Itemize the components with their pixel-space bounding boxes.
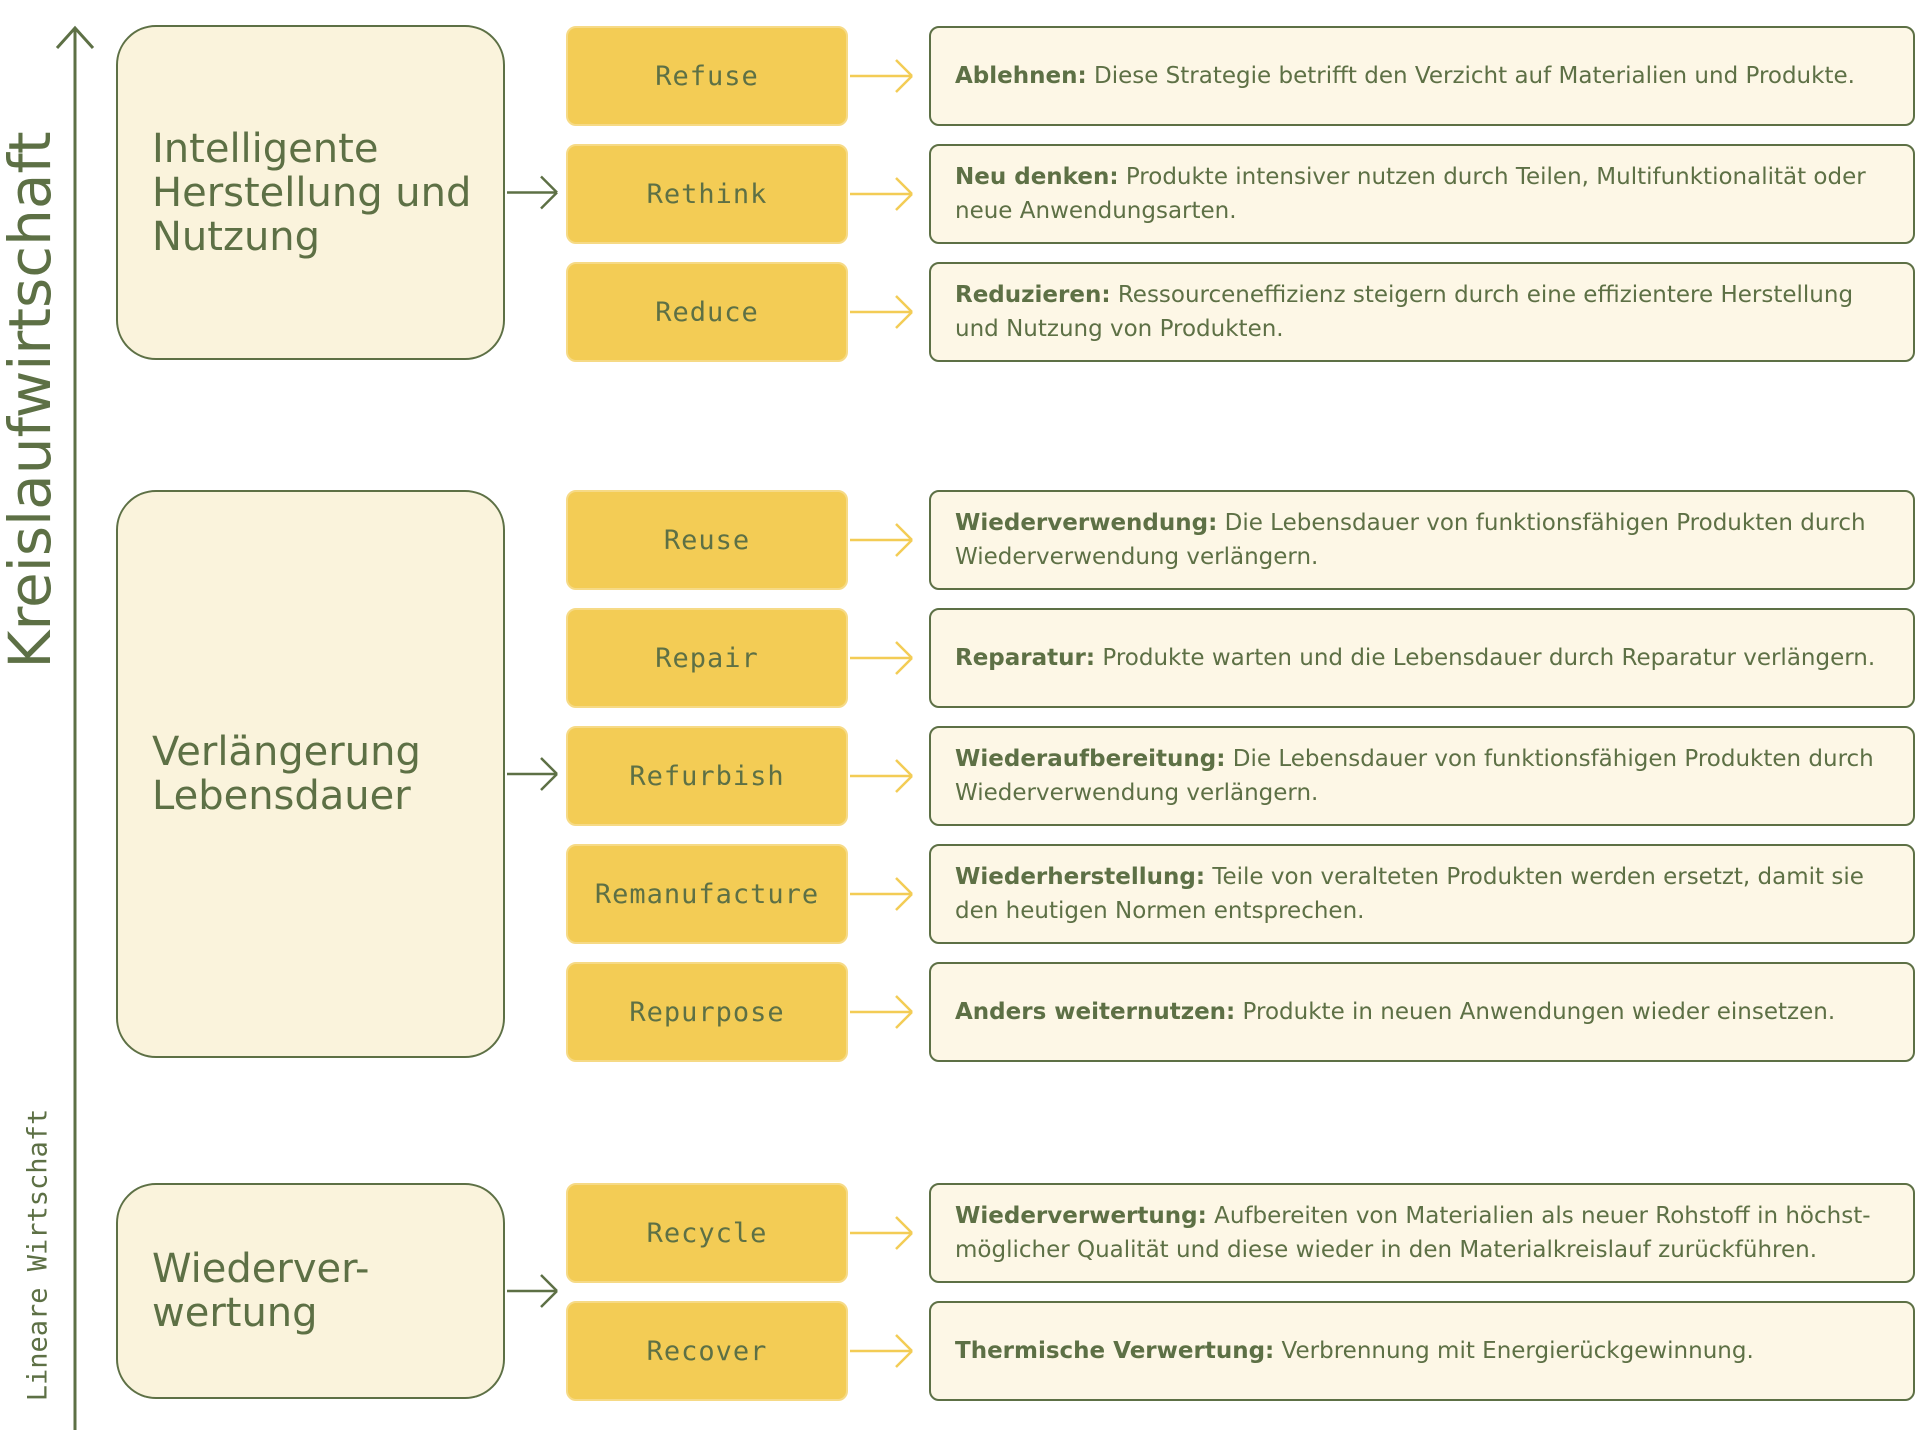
description-text: Reduzieren: Ressourceneffizienz steigern… xyxy=(955,278,1891,346)
group-title: Intelligente Herstellung und Nutzung xyxy=(152,125,472,260)
description-box: Wiederaufbereitung: Die Lebensdauer von … xyxy=(929,726,1915,826)
axis-label-circular-economy: Kreislaufwirtschaft xyxy=(0,131,64,669)
description-box: Thermische Verwertung: Verbrennung mit E… xyxy=(929,1301,1915,1401)
description-term: Anders weiternutzen: xyxy=(955,999,1236,1025)
strategy-box-refuse: Refuse xyxy=(566,26,848,126)
description-text: Thermische Verwertung: Verbrennung mit E… xyxy=(955,1334,1754,1368)
description-term: Reduzieren: xyxy=(955,282,1111,308)
strategy-box-reuse: Reuse xyxy=(566,490,848,590)
strategy-box-refurbish: Refurbish xyxy=(566,726,848,826)
description-term: Ablehnen: xyxy=(955,63,1087,89)
description-term: Thermische Verwertung: xyxy=(955,1338,1275,1364)
description-text: Ablehnen: Diese Strategie betrifft den V… xyxy=(955,59,1855,93)
description-text: Wiederaufbereitung: Die Lebensdauer von … xyxy=(955,742,1891,810)
description-term: Wiederverwendung: xyxy=(955,510,1218,536)
description-body: Diese Strategie betrifft den Verzicht au… xyxy=(1086,63,1855,89)
description-term: Neu denken: xyxy=(955,164,1119,190)
description-box: Reparatur: Produkte warten und die Leben… xyxy=(929,608,1915,708)
group-box: Intelligente Herstellung und Nutzung xyxy=(116,25,505,360)
description-term: Reparatur: xyxy=(955,645,1096,671)
strategy-box-repurpose: Repurpose xyxy=(566,962,848,1062)
description-box: Wiederverwendung: Die Lebensdauer von fu… xyxy=(929,490,1915,590)
group-box: Verlängerung Lebensdauer xyxy=(116,490,505,1058)
description-text: Wiederverwertung: Aufbereiten von Materi… xyxy=(955,1199,1891,1267)
description-text: Wiederherstellung: Teile von veralteten … xyxy=(955,860,1891,928)
description-box: Ablehnen: Diese Strategie betrifft den V… xyxy=(929,26,1915,126)
description-body: Teile von veralteten Produkten werden er… xyxy=(955,864,1864,924)
description-text: Neu denken: Produkte intensiver nutzen d… xyxy=(955,160,1891,228)
description-term: Wiederverwertung: xyxy=(955,1203,1207,1229)
description-body: Produkte intensiver nutzen durch Teilen,… xyxy=(955,164,1866,224)
description-box: Reduzieren: Ressourceneffizienz steigern… xyxy=(929,262,1915,362)
description-term: Wiederherstellung: xyxy=(955,864,1206,890)
strategy-box-remanufacture: Remanufacture xyxy=(566,844,848,944)
strategy-box-recover: Recover xyxy=(566,1301,848,1401)
group-title: Wiederver- wertung xyxy=(152,1246,370,1336)
strategy-box-reduce: Reduce xyxy=(566,262,848,362)
description-term: Wiederaufbereitung: xyxy=(955,746,1226,772)
strategy-box-recycle: Recycle xyxy=(566,1183,848,1283)
description-text: Reparatur: Produkte warten und die Leben… xyxy=(955,641,1875,675)
strategy-box-rethink: Rethink xyxy=(566,144,848,244)
description-text: Anders weiternutzen: Produkte in neuen A… xyxy=(955,995,1835,1029)
strategy-box-repair: Repair xyxy=(566,608,848,708)
description-body: Produkte warten und die Lebensdauer durc… xyxy=(1095,645,1876,671)
description-box: Neu denken: Produkte intensiver nutzen d… xyxy=(929,144,1915,244)
description-body: Verbrennung mit Energierückgewinnung. xyxy=(1274,1338,1754,1364)
description-body: Aufbereiten von Materialien als neuer Ro… xyxy=(955,1203,1871,1263)
description-box: Wiederverwertung: Aufbereiten von Materi… xyxy=(929,1183,1915,1283)
axis-label-linear-economy: Lineare Wirtschaft xyxy=(22,1108,54,1402)
description-box: Anders weiternutzen: Produkte in neuen A… xyxy=(929,962,1915,1062)
description-body: Ressourceneffizienz steigern durch eine … xyxy=(955,282,1854,342)
description-body: Produkte in neuen Anwendungen wieder ein… xyxy=(1235,999,1836,1025)
group-box: Wiederver- wertung xyxy=(116,1183,505,1399)
description-body: Die Lebensdauer von funktionsfähigen Pro… xyxy=(955,510,1866,570)
group-title: Verlängerung Lebensdauer xyxy=(152,729,421,819)
description-text: Wiederverwendung: Die Lebensdauer von fu… xyxy=(955,506,1891,574)
description-box: Wiederherstellung: Teile von veralteten … xyxy=(929,844,1915,944)
description-body: Die Lebensdauer von funktionsfähigen Pro… xyxy=(955,746,1874,806)
